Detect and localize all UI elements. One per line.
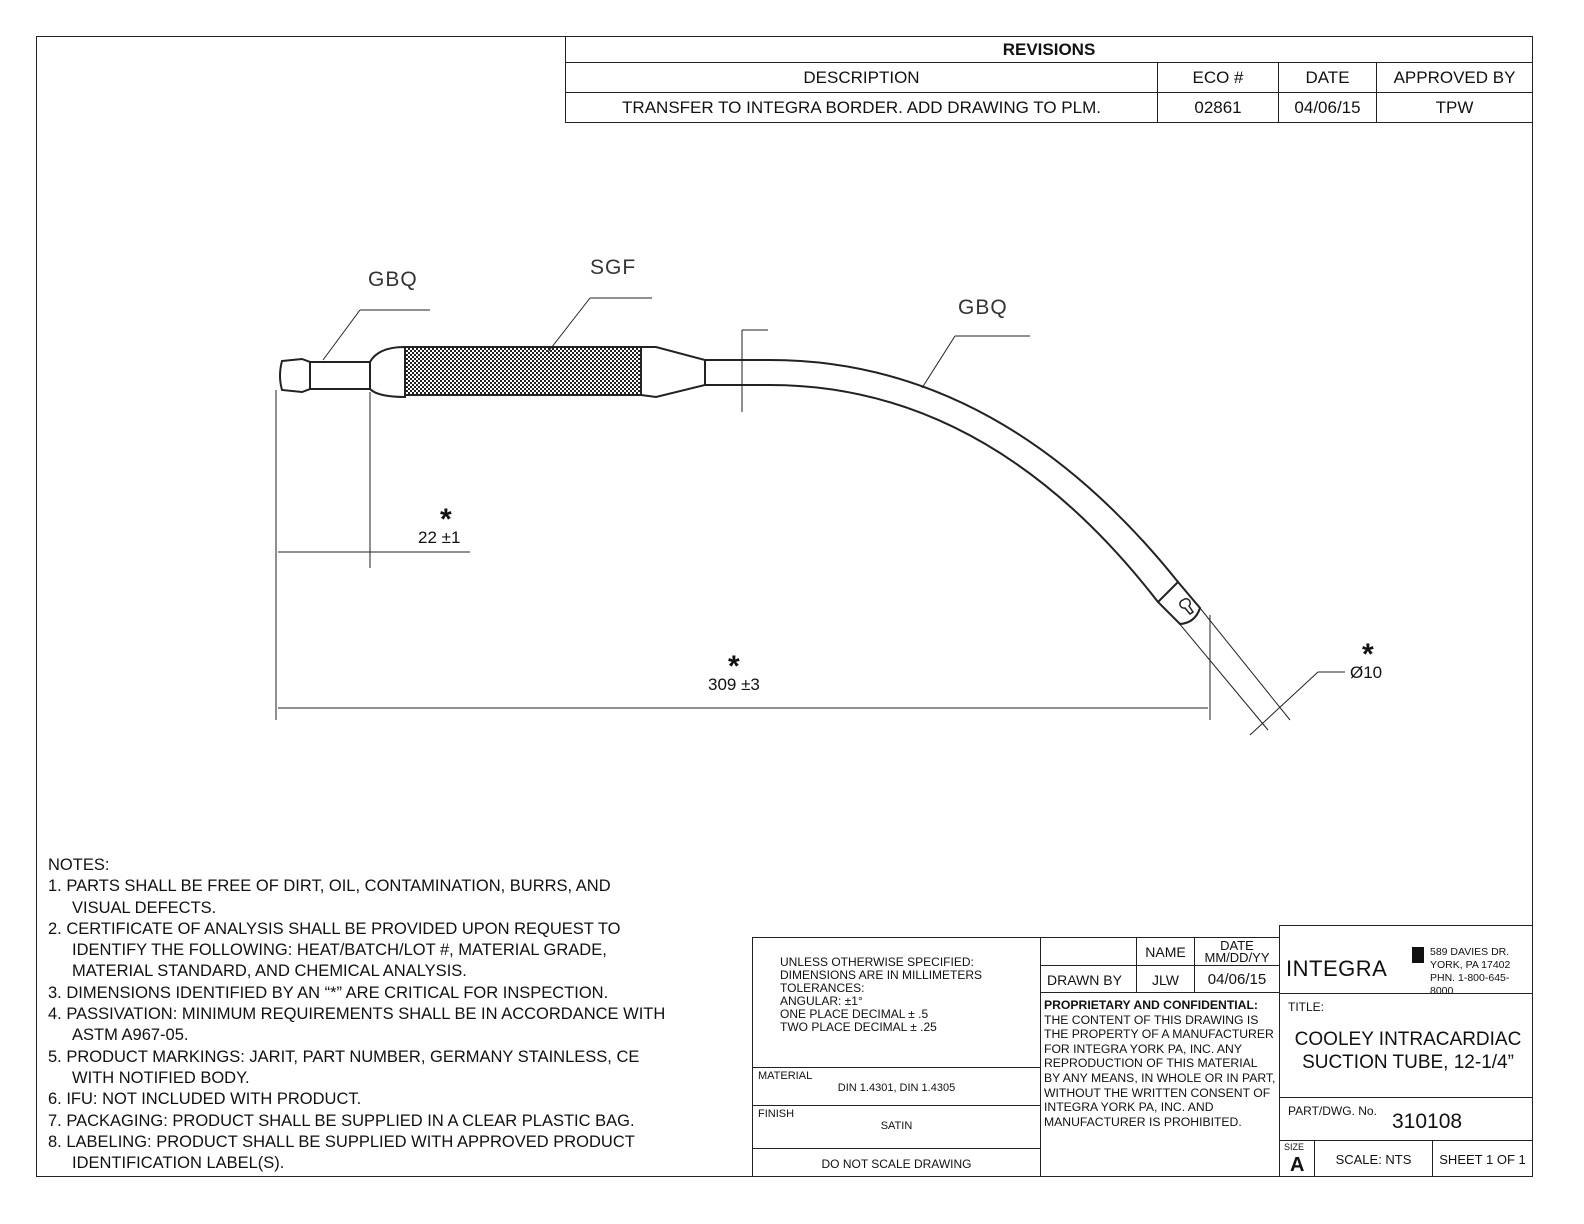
knurled-grip: [404, 346, 642, 396]
date-header: DATE MM/DD/YY: [1194, 937, 1280, 966]
part-label: PART/DWG. No.: [1288, 1104, 1377, 1118]
dim-309: 309 ±3: [708, 675, 760, 694]
size-label: SIZE: [1284, 1142, 1305, 1152]
neck: [309, 361, 371, 390]
material-box: MATERIAL DIN 1.4301, DIN 1.4305: [752, 1067, 1041, 1106]
rev-date: 04/06/15: [1278, 92, 1377, 123]
callout-gbq-right: GBQ: [958, 296, 1008, 319]
sheet: SHEET 1 OF 1: [1432, 1140, 1533, 1177]
note-item: 6. IFU: NOT INCLUDED WITH PRODUCT.: [48, 1090, 362, 1109]
logo-mark: [1412, 947, 1424, 963]
notes-title: NOTES:: [48, 856, 110, 874]
handle-right-taper: [640, 346, 706, 399]
critical-mark: *: [1362, 638, 1374, 671]
keyhole-icon: [1179, 598, 1195, 615]
tolerance-line: TOLERANCES:: [780, 981, 865, 995]
note-item: 7. PACKAGING: PRODUCT SHALL BE SUPPLIED …: [48, 1111, 635, 1130]
part-number: 310108: [1392, 1110, 1463, 1133]
handle-left-taper: [369, 345, 406, 399]
tolerance-line: DIMENSIONS ARE IN MILLIMETERS: [780, 968, 983, 982]
address-line: YORK, PA 17402: [1430, 959, 1511, 971]
tolerance-line: ANGULAR: ±1°: [780, 994, 863, 1008]
revision-row: TRANSFER TO INTEGRA BORDER. ADD DRAWING …: [565, 92, 1533, 123]
col-description: DESCRIPTION: [565, 62, 1158, 93]
material-label: MATERIAL: [758, 1070, 813, 1082]
revisions-table: REVISIONS DESCRIPTION ECO # DATE APPROVE…: [565, 36, 1533, 123]
note-item: 4. PASSIVATION: MINIMUM REQUIREMENTS SHA…: [48, 1005, 666, 1045]
size-value: A: [1290, 1154, 1305, 1176]
title-box: TITLE: COOLEY INTRACARDIAC SUCTION TUBE,…: [1279, 993, 1533, 1098]
callout-sgf: SGF: [590, 256, 637, 279]
do-not-scale: DO NOT SCALE DRAWING: [752, 1148, 1041, 1177]
drawing-title: COOLEY INTRACARDIAC SUCTION TUBE, 12-1/4…: [1294, 1029, 1522, 1073]
tube-lower: [705, 384, 1159, 603]
proprietary-title: PROPRIETARY AND CONFIDENTIAL:: [1044, 998, 1258, 1012]
dim-diameter: Ø10: [1350, 663, 1383, 682]
tube-upper: [705, 359, 1179, 583]
note-item: 2. CERTIFICATE OF ANALYSIS SHALL BE PROV…: [48, 919, 621, 981]
finish-box: FINISH SATIN: [752, 1105, 1041, 1149]
critical-mark: *: [728, 650, 740, 683]
hose-barb: [279, 357, 311, 394]
note-item: 8. LABELING: PRODUCT SHALL BE SUPPLIED W…: [48, 1132, 635, 1173]
address: 589 DAVIES DR. YORK, PA 17402 PHN. 1-800…: [1430, 946, 1532, 998]
finish-value: SATIN: [880, 1120, 913, 1132]
note-item: 3. DIMENSIONS IDENTIFIED BY AN “*” ARE C…: [48, 983, 609, 1002]
name-header: NAME: [1136, 937, 1195, 966]
tolerance-line: ONE PLACE DECIMAL ± .5: [780, 1007, 929, 1021]
blank-cell: [1040, 937, 1137, 966]
tip: [1156, 580, 1202, 626]
note-item: 1. PARTS SHALL BE FREE OF DIRT, OIL, CON…: [48, 877, 611, 917]
dim-22: 22 ±1: [418, 528, 461, 547]
title-label: TITLE:: [1288, 1000, 1325, 1014]
notes: NOTES: 1. PARTS SHALL BE FREE OF DIRT, O…: [48, 855, 668, 1174]
address-line: PHN. 1-800-645-8000: [1430, 972, 1510, 997]
company-box: INTEGRA 589 DAVIES DR. YORK, PA 17402 PH…: [1279, 925, 1533, 997]
proprietary-text: THE CONTENT OF THIS DRAWING IS THE PROPE…: [1044, 1012, 1276, 1129]
rev-description: TRANSFER TO INTEGRA BORDER. ADD DRAWING …: [565, 92, 1158, 123]
callout-gbq-left: GBQ: [368, 268, 418, 291]
drawn-by: JLW: [1136, 965, 1195, 993]
drawn-date: 04/06/15: [1194, 965, 1280, 993]
finish-label: FINISH: [758, 1108, 795, 1120]
part-box: PART/DWG. No. 310108: [1279, 1097, 1533, 1141]
rev-approved: TPW: [1376, 92, 1533, 123]
tolerance-line: TWO PLACE DECIMAL ± .25: [780, 1020, 937, 1034]
integra-logo: INTEGRA: [1286, 956, 1388, 981]
proprietary-box: PROPRIETARY AND CONFIDENTIAL: THE CONTEN…: [1040, 992, 1280, 1177]
tolerance-line: UNLESS OTHERWISE SPECIFIED:: [780, 955, 974, 969]
scale: SCALE: NTS: [1314, 1140, 1433, 1177]
tolerances-box: UNLESS OTHERWISE SPECIFIED: DIMENSIONS A…: [752, 937, 1041, 1068]
address-line: 589 DAVIES DR.: [1430, 946, 1510, 958]
critical-mark: *: [440, 503, 452, 536]
material-value: DIN 1.4301, DIN 1.4305: [837, 1082, 956, 1094]
note-item: 5. PRODUCT MARKINGS: JARIT, PART NUMBER,…: [48, 1047, 640, 1087]
drawn-by-label: DRAWN BY: [1040, 965, 1137, 993]
size-box: SIZE A: [1279, 1140, 1315, 1177]
